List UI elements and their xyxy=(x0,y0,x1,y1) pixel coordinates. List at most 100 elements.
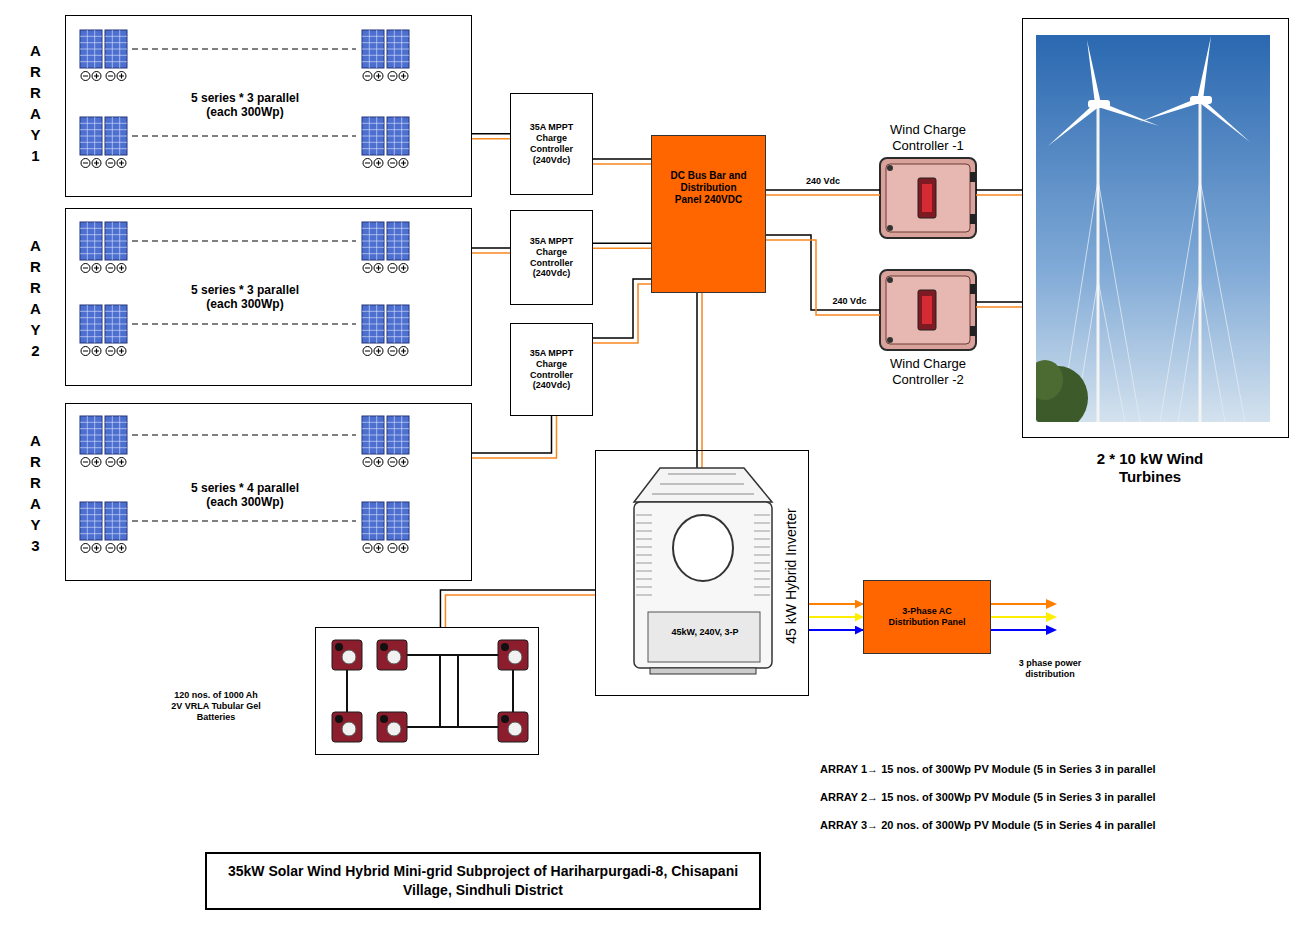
wire-connector xyxy=(472,134,510,139)
wire xyxy=(976,194,1022,196)
array-spec: 5 series * 3 parallel (each 300Wp) xyxy=(180,91,310,120)
wire xyxy=(593,242,651,244)
array-note: ARRAY 3→ 20 nos. of 300Wp PV Module (5 i… xyxy=(820,819,1156,832)
guy-wire xyxy=(1060,180,1245,422)
pv-module xyxy=(80,305,102,356)
tower xyxy=(1199,104,1202,422)
voltage-label: 240 Vdc xyxy=(830,296,868,307)
pv-module xyxy=(80,117,102,168)
ac-distribution-panel: 3-Phase AC Distribution Panel xyxy=(863,580,991,654)
cover-ribs xyxy=(652,474,754,494)
title-box: 35kW Solar Wind Hybrid Mini-grid Subproj… xyxy=(205,852,761,910)
wire xyxy=(593,163,651,165)
output-label: 3 phase power distribution xyxy=(1008,658,1092,680)
inverter-foot xyxy=(650,668,756,674)
box-label: 35A MPPT Charge Controller (240Vdc) xyxy=(516,236,588,279)
pv-module xyxy=(80,502,102,553)
wire-connector xyxy=(766,190,880,195)
pv-module xyxy=(80,416,102,467)
array-name: A R R A Y 2 xyxy=(28,235,43,361)
wire xyxy=(472,247,510,249)
wire xyxy=(472,138,510,140)
pv-module xyxy=(387,305,409,356)
outline-frame xyxy=(880,270,976,350)
array-note: ARRAY 1→ 15 nos. of 300Wp PV Module (5 i… xyxy=(820,763,1156,776)
wind-turbine-panel: 2 * 10 kW Wind Turbines xyxy=(1022,18,1289,498)
wire xyxy=(701,293,703,450)
arrowhead xyxy=(1046,625,1057,635)
wire xyxy=(766,240,880,315)
pv-module xyxy=(105,502,127,553)
dc-bus-panel: DC Bus Bar and Distribution Panel 240VDC xyxy=(651,135,766,293)
box-label: 35A MPPT Charge Controller (240Vdc) xyxy=(516,348,588,391)
pv-module xyxy=(105,222,127,273)
voltage-label: 240 Vdc xyxy=(804,176,842,187)
wire-connector xyxy=(697,293,702,450)
array-spec: 5 series * 4 parallel (each 300Wp) xyxy=(180,481,310,510)
pv-module xyxy=(387,416,409,467)
inverter-display xyxy=(673,515,733,581)
pv-module xyxy=(387,117,409,168)
wire xyxy=(809,603,863,605)
wire xyxy=(976,301,1022,303)
array-spec: 5 series * 3 parallel (each 300Wp) xyxy=(180,283,310,312)
pv-array: A R R A Y 3 5 series * 4 parallel (each 3… xyxy=(25,403,472,581)
wire-connector xyxy=(809,604,863,630)
pv-module xyxy=(362,502,384,553)
wire xyxy=(766,189,880,191)
series-dash-line xyxy=(132,49,356,521)
charge-controller: 35A MPPT Charge Controller (240Vdc) xyxy=(510,210,593,305)
arrowhead xyxy=(1046,612,1057,622)
blade xyxy=(1200,97,1250,142)
wire-connector xyxy=(766,235,880,315)
outline-frame xyxy=(315,627,539,755)
wire xyxy=(440,590,595,627)
charge-controller: 35A MPPT Charge Controller (240Vdc) xyxy=(510,323,593,416)
rating-plate xyxy=(648,612,760,662)
battery-cell xyxy=(498,712,528,742)
outline-frame xyxy=(880,158,976,238)
wind-charge-controller: Wind Charge Controller -1 xyxy=(872,122,985,240)
wind-turbine-photo xyxy=(1036,35,1270,422)
box-label: DC Bus Bar and Distribution Panel 240VDC xyxy=(667,170,751,206)
hybrid-inverter: 45 kW Hybrid Inverter45kW, 240V, 3-P xyxy=(595,450,809,696)
battery-cell xyxy=(498,640,528,670)
pv-module xyxy=(80,30,102,81)
title: 35kW Solar Wind Hybrid Mini-grid Subproj… xyxy=(217,862,749,900)
array-note: ARRAY 2→ 15 nos. of 300Wp PV Module (5 i… xyxy=(820,791,1156,804)
battery-bank: 120 nos. of 1000 Ah 2V VRLA Tubular Gel … xyxy=(160,627,540,757)
pv-module xyxy=(105,117,127,168)
tower xyxy=(1097,108,1100,422)
wire xyxy=(976,306,1022,308)
pv-module xyxy=(105,416,127,467)
battery-link xyxy=(347,655,513,727)
pv-module xyxy=(387,222,409,273)
pv-array: A R R A Y 15 series * 3 parallel (each 3… xyxy=(25,15,472,197)
pv-module xyxy=(362,30,384,81)
inverter-drawing xyxy=(634,451,772,674)
battery-cell xyxy=(332,640,362,670)
array-name: A R R A Y 3 xyxy=(28,430,43,556)
wire xyxy=(766,235,880,310)
ac-output-arrows xyxy=(991,599,1057,635)
pv-module xyxy=(105,30,127,81)
wire xyxy=(472,416,552,453)
pv-module xyxy=(362,117,384,168)
box-label: 3-Phase AC Distribution Panel xyxy=(877,606,977,628)
wind-charge-controller: Wind Charge Controller -2 xyxy=(872,270,985,396)
device-label: Wind Charge Controller -2 xyxy=(872,356,984,387)
pv-module xyxy=(362,305,384,356)
wire xyxy=(976,189,1022,191)
phase-line xyxy=(991,616,1048,618)
inverter-body xyxy=(634,502,772,668)
battery-cell xyxy=(377,712,407,742)
battery-label: 120 nos. of 1000 Ah 2V VRLA Tubular Gel … xyxy=(170,690,262,722)
wind-controller-device xyxy=(880,158,976,238)
wire xyxy=(472,252,510,254)
wire-connector xyxy=(593,243,651,248)
wire-connector xyxy=(472,248,510,253)
cable xyxy=(696,451,698,468)
wire xyxy=(809,616,863,618)
blade xyxy=(1098,101,1159,126)
